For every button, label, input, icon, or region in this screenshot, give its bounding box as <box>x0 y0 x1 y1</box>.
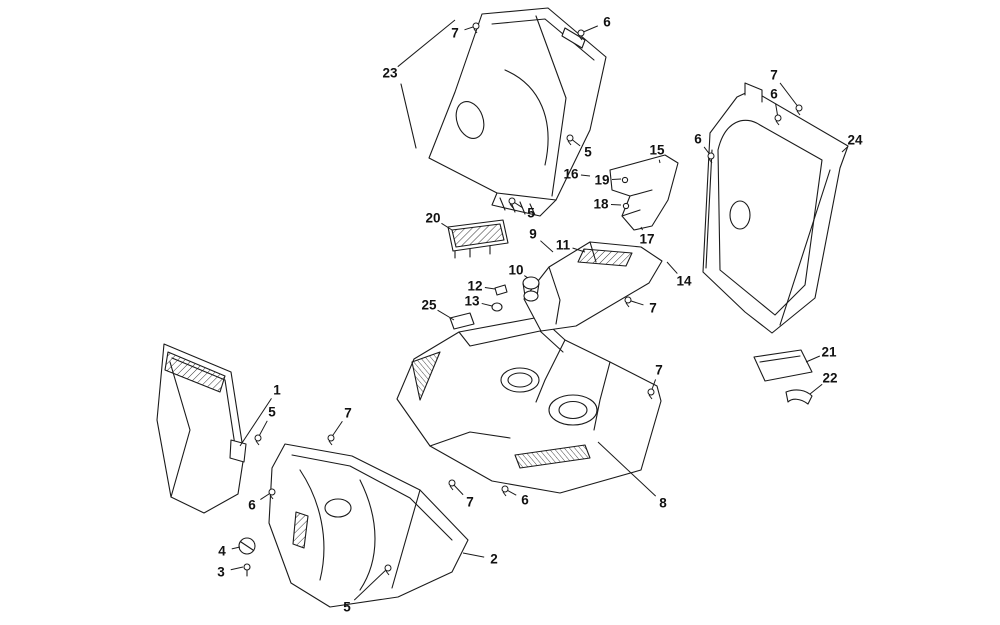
fastener-glyph <box>501 485 509 497</box>
part-lower-console-panel <box>268 443 469 608</box>
leader-line <box>640 226 643 231</box>
leader-line <box>484 286 496 290</box>
fastener-glyph <box>577 29 585 41</box>
fastener-glyph <box>508 197 516 209</box>
leader-line <box>540 240 554 253</box>
fastener-glyph <box>268 488 276 500</box>
leader-line <box>462 552 485 558</box>
fastener-glyph <box>472 22 480 34</box>
leader-line <box>809 383 823 395</box>
leader-line <box>805 355 821 363</box>
fastener-glyph <box>254 434 262 446</box>
leader-line <box>441 222 453 231</box>
leader-line <box>230 566 244 571</box>
part-floor-panel <box>396 312 662 494</box>
leader-line <box>597 441 657 497</box>
leader-line <box>610 203 622 206</box>
leader-line <box>353 567 389 601</box>
fastener-glyph <box>795 104 803 116</box>
leader-line <box>779 82 800 109</box>
part-right-rear-panel <box>702 82 849 334</box>
leader-line <box>841 146 848 153</box>
part-center-console-duct <box>491 211 663 332</box>
leader-line <box>231 546 241 550</box>
fastener-glyph <box>566 134 574 146</box>
fastener-glyph <box>624 296 632 308</box>
part-left-side-panel <box>156 343 247 514</box>
fastener-glyph <box>327 434 335 446</box>
part-upper-console-panel <box>400 7 607 217</box>
part-stepped-bracket <box>609 154 679 231</box>
leader-line <box>239 398 272 447</box>
leader-line <box>481 302 493 307</box>
part-small-plate <box>753 349 813 405</box>
fastener-glyph <box>647 388 655 400</box>
leader-line <box>666 261 678 274</box>
leader-line <box>580 174 591 177</box>
leader-line <box>397 19 456 68</box>
fastener-glyph <box>384 564 392 576</box>
fastener-glyph <box>707 152 715 164</box>
leader-line <box>437 309 455 321</box>
part-vent-bracket <box>447 219 509 259</box>
fastener-glyph <box>448 479 456 491</box>
fastener-glyph <box>774 114 782 126</box>
leader-line <box>658 159 661 164</box>
leader-line <box>524 275 529 279</box>
part-grommet-and-screw <box>238 537 256 577</box>
leader-line <box>572 247 586 253</box>
